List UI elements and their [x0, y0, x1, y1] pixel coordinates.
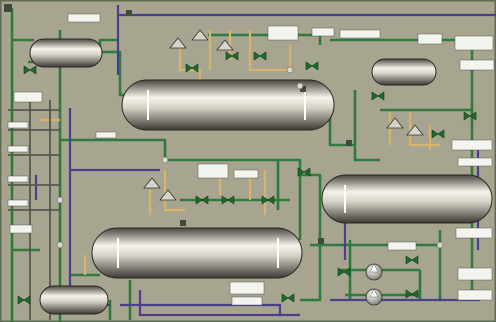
- vessel-right-small[interactable]: [372, 59, 436, 85]
- pump-2[interactable]: [366, 289, 382, 305]
- vessel-bottom-left[interactable]: [40, 286, 108, 314]
- vessel-right-large[interactable]: [322, 175, 492, 223]
- pump-1[interactable]: [366, 264, 382, 280]
- vessel-lower-center[interactable]: [92, 228, 302, 278]
- vessel-top-left[interactable]: [30, 39, 102, 67]
